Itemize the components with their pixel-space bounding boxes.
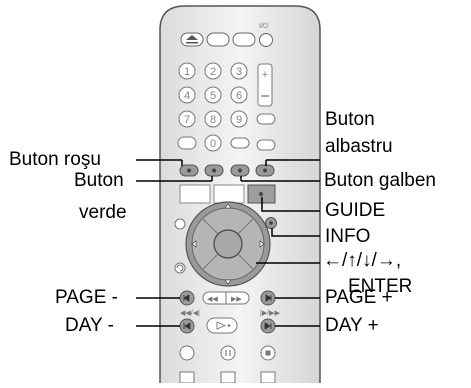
label-page-minus: PAGE - xyxy=(55,287,118,308)
key-3[interactable] xyxy=(230,62,248,80)
key-2-label: 2 xyxy=(210,66,216,78)
label-guide: GUIDE xyxy=(325,200,386,221)
play-dot xyxy=(227,324,231,327)
label-page-plus: PAGE + xyxy=(325,287,393,308)
return-icon xyxy=(176,264,184,272)
enter-button[interactable] xyxy=(213,229,243,259)
rect-key-2[interactable] xyxy=(213,184,245,204)
top-pill-button-2[interactable] xyxy=(232,32,256,47)
key-5-label: 5 xyxy=(210,90,216,102)
red-button-dot xyxy=(187,168,191,173)
green-button-dot xyxy=(212,168,216,173)
side-key-2[interactable] xyxy=(256,139,276,151)
label-yellow-button: Buton galben xyxy=(324,170,436,191)
skip-fwd-icon: ▶▶ xyxy=(231,296,242,303)
key-8-label: 8 xyxy=(210,114,216,126)
bottom-edge-button-3[interactable] xyxy=(260,371,276,384)
keypad: 1 2 3 4 5 6 7 8 9 0 xyxy=(177,62,250,152)
key-9-label: 9 xyxy=(236,114,242,126)
eject-icon xyxy=(186,35,198,44)
key-dot[interactable] xyxy=(177,136,197,150)
key-6[interactable] xyxy=(230,86,248,104)
key-7-label: 7 xyxy=(184,114,190,126)
rewind-mark: ◀◀/◀| xyxy=(180,310,200,317)
bottom-left-button[interactable] xyxy=(179,345,195,361)
info-button-dot xyxy=(269,221,273,225)
top-pill-button-1[interactable] xyxy=(206,32,230,47)
key-8[interactable] xyxy=(204,110,222,128)
key-1-label: 1 xyxy=(184,66,190,78)
stop-icon xyxy=(265,350,271,356)
callout-line-info xyxy=(271,228,320,237)
label-day-minus: DAY - xyxy=(65,315,114,336)
label-blue-button-line1: Buton xyxy=(325,109,375,130)
rect-key-1[interactable] xyxy=(179,184,211,204)
label-day-plus: DAY + xyxy=(325,315,379,336)
play-icon xyxy=(216,321,227,330)
key-5[interactable] xyxy=(204,86,222,104)
label-arrows: ←/↑/↓/→, xyxy=(323,250,402,271)
left-arrow-icon[interactable] xyxy=(191,240,197,248)
volume-plus-mark: + xyxy=(262,69,268,81)
yellow-button-dot xyxy=(238,168,242,173)
label-info: INFO xyxy=(325,226,371,247)
key-0-label: 0 xyxy=(210,138,216,150)
down-arrow-icon[interactable] xyxy=(224,279,232,285)
day-minus-icon xyxy=(183,322,191,330)
forward-mark: |▶/▶▶ xyxy=(260,310,281,317)
play-button[interactable] xyxy=(206,317,238,334)
bottom-edge-button-1[interactable] xyxy=(179,371,195,384)
key-9[interactable] xyxy=(230,110,248,128)
label-green-button-line1: Buton xyxy=(74,170,124,191)
page-minus-icon xyxy=(183,294,190,302)
label-enter: ENTER xyxy=(348,276,413,297)
day-plus-icon xyxy=(264,322,272,330)
bottom-edge-button-2[interactable] xyxy=(220,371,236,384)
key-4[interactable] xyxy=(178,86,196,104)
skip-back-icon: ◀◀ xyxy=(207,296,218,303)
key-3-label: 3 xyxy=(236,66,242,78)
key-6-label: 6 xyxy=(236,90,242,102)
label-green-button-line2: verde xyxy=(79,202,127,223)
callout-lines xyxy=(136,159,320,327)
key-1[interactable] xyxy=(178,62,196,80)
key-right-small[interactable] xyxy=(230,137,250,149)
blue-button-dot xyxy=(263,168,267,173)
right-arrow-icon[interactable] xyxy=(259,240,265,248)
power-button[interactable] xyxy=(259,33,273,47)
power-mark: I/⏻ xyxy=(259,22,269,30)
label-red-button: Buton roşu xyxy=(9,149,101,170)
pause-icon xyxy=(225,350,231,356)
small-left-button[interactable] xyxy=(174,218,186,230)
up-arrow-icon[interactable] xyxy=(224,203,232,209)
page-plus-icon xyxy=(265,294,272,302)
key-0[interactable] xyxy=(204,134,222,152)
side-key-1[interactable] xyxy=(256,113,276,125)
callout-line-guide xyxy=(261,197,320,212)
guide-button-dot xyxy=(259,192,263,196)
key-7[interactable] xyxy=(178,110,196,128)
key-4-label: 4 xyxy=(184,90,190,102)
pause-button[interactable] xyxy=(220,345,236,361)
key-2[interactable] xyxy=(204,62,222,80)
label-blue-button-line2: albastru xyxy=(325,136,393,157)
